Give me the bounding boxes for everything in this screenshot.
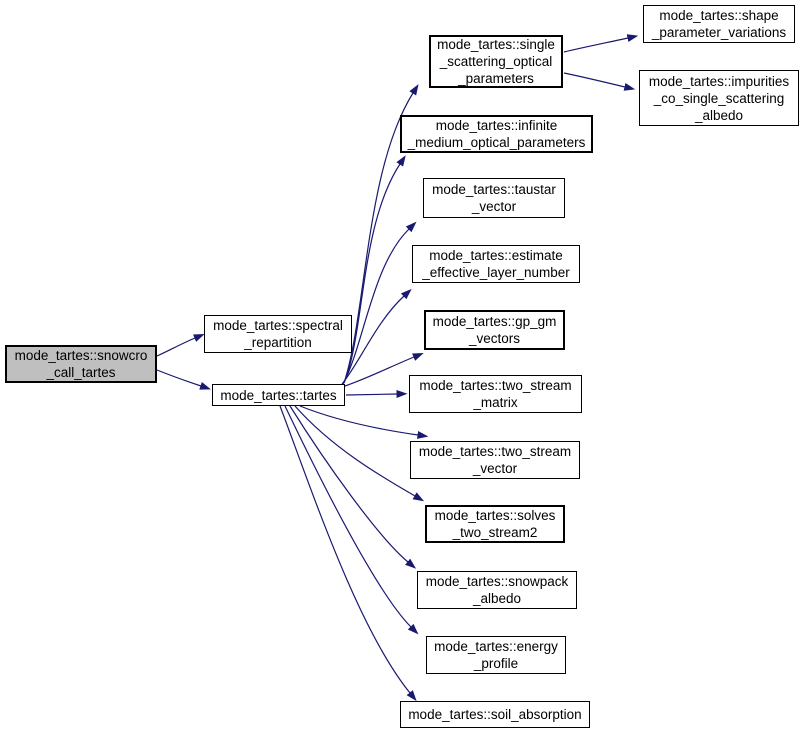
node-gp-gm-vectors[interactable]: mode_tartes::gp_gm _vectors: [424, 310, 565, 350]
node-shape-parameter-variations[interactable]: mode_tartes::shape _parameter_variations: [643, 5, 795, 43]
edge-tartes-to-energy-profile: [284, 405, 419, 635]
edge-tartes-to-snowpack-albedo: [289, 405, 417, 569]
node-snowpack-albedo[interactable]: mode_tartes::snowpack _albedo: [417, 571, 577, 609]
node-taustar-vector[interactable]: mode_tartes::taustar _vector: [423, 178, 565, 218]
edge-tartes-to-two-stream-vector: [299, 405, 429, 439]
edge-tartes-to-gp-gm-vectors: [344, 353, 424, 387]
edge-single-scattering-to-shape-parameter: [563, 34, 639, 53]
node-soil-absorption[interactable]: mode_tartes::soil_absorption: [400, 701, 590, 728]
node-impurities-co-single-scattering-albedo[interactable]: mode_tartes::impurities _co_single_scatt…: [639, 70, 799, 126]
edge-tartes-to-solves-two-stream2: [294, 405, 425, 502]
edge-tartes-to-estimate-effective-layer: [341, 288, 412, 385]
node-single-scattering-optical-parameters[interactable]: mode_tartes::single _scattering_optical …: [429, 35, 563, 88]
edge-tartes-to-soil-absorption: [279, 405, 417, 702]
node-two-stream-matrix[interactable]: mode_tartes::two_stream _matrix: [409, 375, 582, 413]
node-energy-profile[interactable]: mode_tartes::energy _profile: [426, 636, 566, 674]
node-two-stream-vector[interactable]: mode_tartes::two_stream _vector: [410, 441, 580, 479]
node-solves-two-stream2[interactable]: mode_tartes::solves _two_stream2: [425, 505, 565, 543]
node-snowcro-call-tartes: mode_tartes::snowcro _call_tartes: [5, 345, 157, 383]
node-infinite-medium-optical-parameters[interactable]: mode_tartes::infinite _medium_optical_pa…: [400, 115, 593, 153]
edge-snowcro-to-spectral-repartition: [156, 333, 205, 357]
node-estimate-effective-layer-number[interactable]: mode_tartes::estimate _effective_layer_n…: [412, 245, 580, 283]
edge-single-scattering-to-impurities: [563, 72, 636, 91]
edge-tartes-to-infinite-medium: [343, 155, 406, 384]
node-spectral-repartition[interactable]: mode_tartes::spectral _repartition: [204, 315, 352, 353]
edge-tartes-to-two-stream-matrix: [345, 390, 408, 399]
edge-snowcro-to-tartes: [156, 369, 211, 390]
edge-tartes-to-taustar-vector: [342, 221, 417, 385]
node-tartes[interactable]: mode_tartes::tartes: [212, 384, 345, 406]
